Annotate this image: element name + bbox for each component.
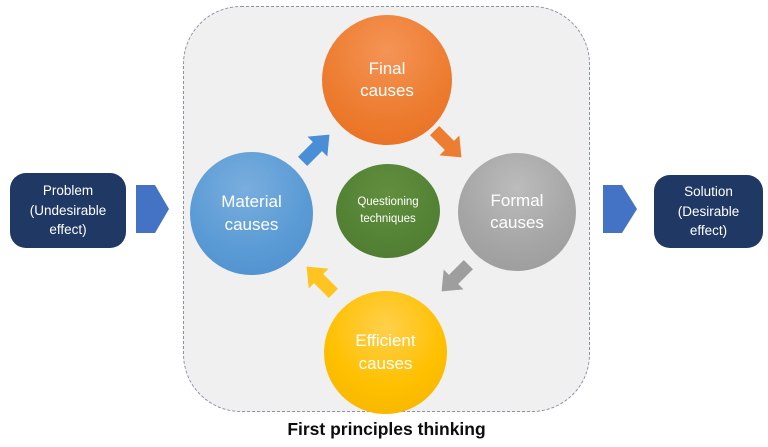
- cycle-arrow-up-right-icon: [297, 134, 335, 167]
- efficient-causes-label-line2: causes: [358, 353, 413, 373]
- questioning-techniques-label-line1: Questioning: [357, 196, 419, 209]
- cycle-arrow-up-left-icon: [301, 266, 339, 299]
- problem-box-line2: (Undesirable: [29, 202, 107, 218]
- cycle-arrow-down-left-icon: [436, 259, 474, 292]
- solution-box: Solution (Desirable effect): [654, 175, 763, 248]
- efficient-causes-label-line1: Efficient: [355, 331, 416, 351]
- final-causes-circle: Final causes: [322, 15, 452, 145]
- solution-box-line1: Solution: [684, 184, 733, 200]
- material-causes-label-line2: causes: [224, 214, 279, 234]
- formal-causes-circle: Formal causes: [458, 153, 576, 271]
- problem-box: Problem (Undesirable effect): [10, 173, 126, 248]
- solution-box-line2: (Desirable: [677, 203, 740, 219]
- formal-causes-label-line1: Formal: [490, 190, 544, 210]
- formal-causes-label-line2: causes: [490, 213, 544, 232]
- arrow-right-icon: [136, 185, 169, 233]
- efficient-causes-circle: Efficient causes: [324, 291, 447, 414]
- final-causes-label-line2: causes: [360, 81, 414, 100]
- cycle-arrow-down-right-icon: [429, 125, 467, 158]
- questioning-techniques-label-line2: techniques: [360, 213, 416, 225]
- problem-box-line1: Problem: [42, 183, 94, 199]
- arrow-right-icon: [603, 185, 637, 233]
- problem-box-line3: effect): [49, 222, 87, 238]
- questioning-techniques-circle: Questioning techniques: [336, 164, 440, 258]
- material-causes-circle: Material causes: [190, 152, 313, 275]
- material-causes-label-line1: Material: [221, 192, 282, 212]
- diagram-caption: First principles thinking: [287, 419, 486, 439]
- final-causes-label-line1: Final: [368, 58, 406, 78]
- solution-box-line3: effect): [689, 223, 728, 239]
